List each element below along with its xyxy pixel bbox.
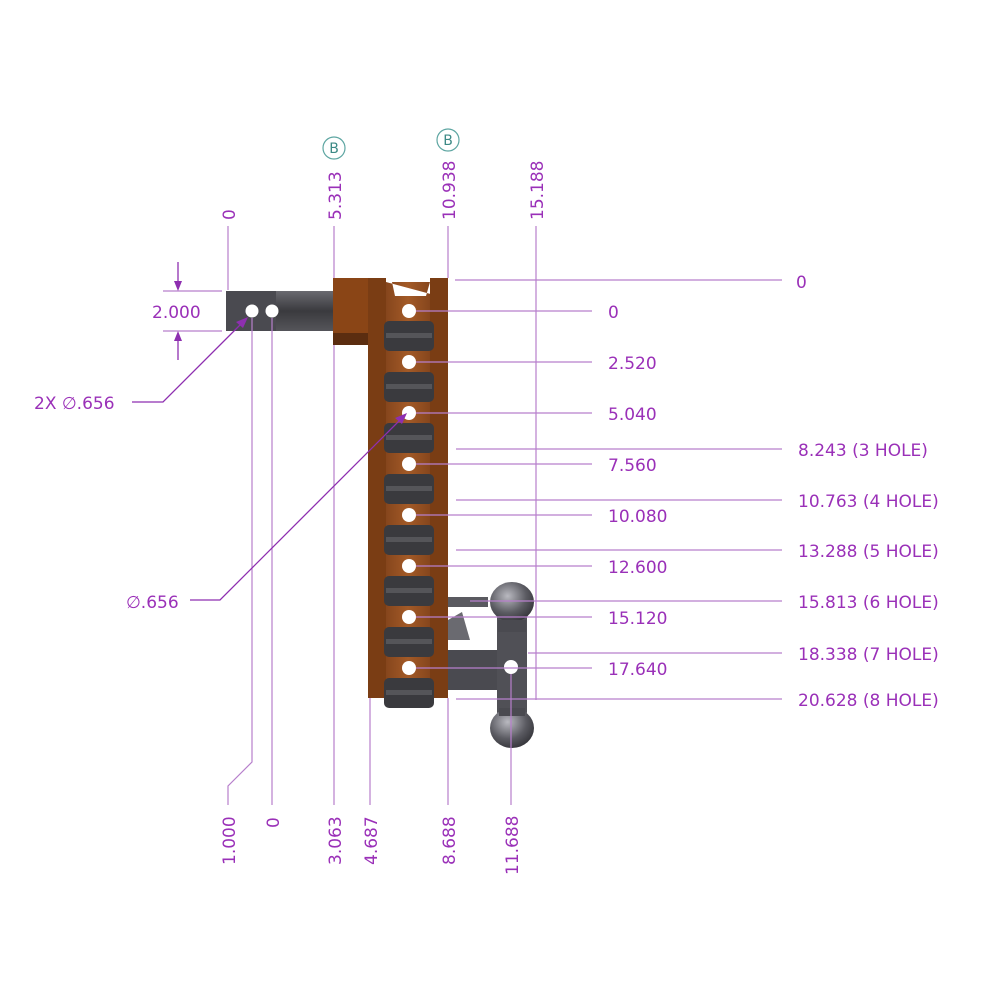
- bottom-dim-8688: 8.688: [440, 816, 460, 865]
- height-dim-label: 8.243 (3 HOLE): [798, 441, 928, 461]
- rise-slot-rib: [386, 486, 432, 491]
- height-dim-label: 15.813 (6 HOLE): [798, 593, 939, 613]
- rise-hole: [402, 610, 416, 624]
- right-top-zero-dimension: 0: [455, 273, 807, 293]
- height-dim-label: 13.288 (5 HOLE): [798, 542, 939, 562]
- hole-dim-label: 7.560: [608, 456, 657, 476]
- hole-dim-label: 2.520: [608, 354, 657, 374]
- bottom-dim-1000: 1.000: [220, 816, 240, 865]
- rise-hole: [402, 355, 416, 369]
- bottom-dim-3063: 3.063: [326, 816, 346, 865]
- bottom-dimensions: 1.000 0 3.063 4.687 8.688 11.688: [220, 318, 523, 875]
- datum-b-left: B: [322, 136, 346, 160]
- right-dim-0: 0: [796, 273, 807, 293]
- rise-hole: [402, 304, 416, 318]
- hole-dim-label: 17.640: [608, 660, 667, 680]
- rise-slot-rib: [386, 690, 432, 695]
- ball-mount: [448, 582, 534, 748]
- rise-slot-rib: [386, 333, 432, 338]
- bottom-dim-0: 0: [264, 817, 284, 828]
- bottom-dim-4687: 4.687: [362, 816, 382, 865]
- datum-label: B: [443, 133, 453, 149]
- rise-slots: [384, 321, 434, 708]
- shank-holes-label: 2X ∅.656: [34, 394, 115, 414]
- shank-hole-leader: 2X ∅.656: [34, 317, 248, 414]
- height-dim-label: 10.763 (4 HOLE): [798, 492, 939, 512]
- bottom-dim-11688: 11.688: [503, 816, 523, 875]
- top-dim-15188: 15.188: [528, 161, 548, 220]
- top-dim-5313: 5.313: [326, 171, 346, 220]
- hole-dim-label: 0: [608, 303, 619, 323]
- top-dimensions: 0 5.313 10.938 15.188: [220, 161, 548, 700]
- height-dim-label: 18.338 (7 HOLE): [798, 645, 939, 665]
- shank-hole-1: [245, 304, 259, 318]
- rise-hole: [402, 559, 416, 573]
- hole-position-dimensions: 0 2.520 5.040 7.560 10.080 12.600 15.120 17.640: [416, 303, 667, 680]
- shank-height-dimension: 2.000: [152, 262, 222, 360]
- rise-slot-rib: [386, 384, 432, 389]
- top-dim-0: 0: [220, 209, 240, 220]
- hole-dim-label: 10.080: [608, 507, 667, 527]
- rise-hole-dia-label: ∅.656: [126, 593, 179, 613]
- shank-height-label: 2.000: [152, 303, 201, 323]
- hitch-part: [226, 278, 534, 748]
- datum-b-right: B: [436, 128, 460, 152]
- rise-hole-leader: ∅.656: [126, 413, 407, 613]
- upper-hitch-ball: [490, 582, 534, 622]
- hole-dim-label: 5.040: [608, 405, 657, 425]
- rise-slot-rib: [386, 639, 432, 644]
- top-dim-10938: 10.938: [440, 161, 460, 220]
- lower-hitch-ball: [490, 708, 534, 748]
- rise-slot-rib: [386, 435, 432, 440]
- rise-hole: [402, 457, 416, 471]
- ball-pin-hole: [504, 660, 518, 674]
- rise-slot-rib: [386, 537, 432, 542]
- rise-slot-rib: [386, 588, 432, 593]
- hole-dim-label: 12.600: [608, 558, 667, 578]
- rise-hole: [402, 661, 416, 675]
- rise-holes: [402, 304, 416, 675]
- hole-dim-label: 15.120: [608, 609, 667, 629]
- overall-height-dimensions: 8.243 (3 HOLE) 10.763 (4 HOLE) 13.288 (5 H…: [456, 441, 939, 711]
- datum-label: B: [329, 141, 339, 157]
- shank-hole-2: [265, 304, 279, 318]
- rise-hole: [402, 508, 416, 522]
- height-dim-label: 20.628 (8 HOLE): [798, 691, 939, 711]
- rise-hole: [402, 406, 416, 420]
